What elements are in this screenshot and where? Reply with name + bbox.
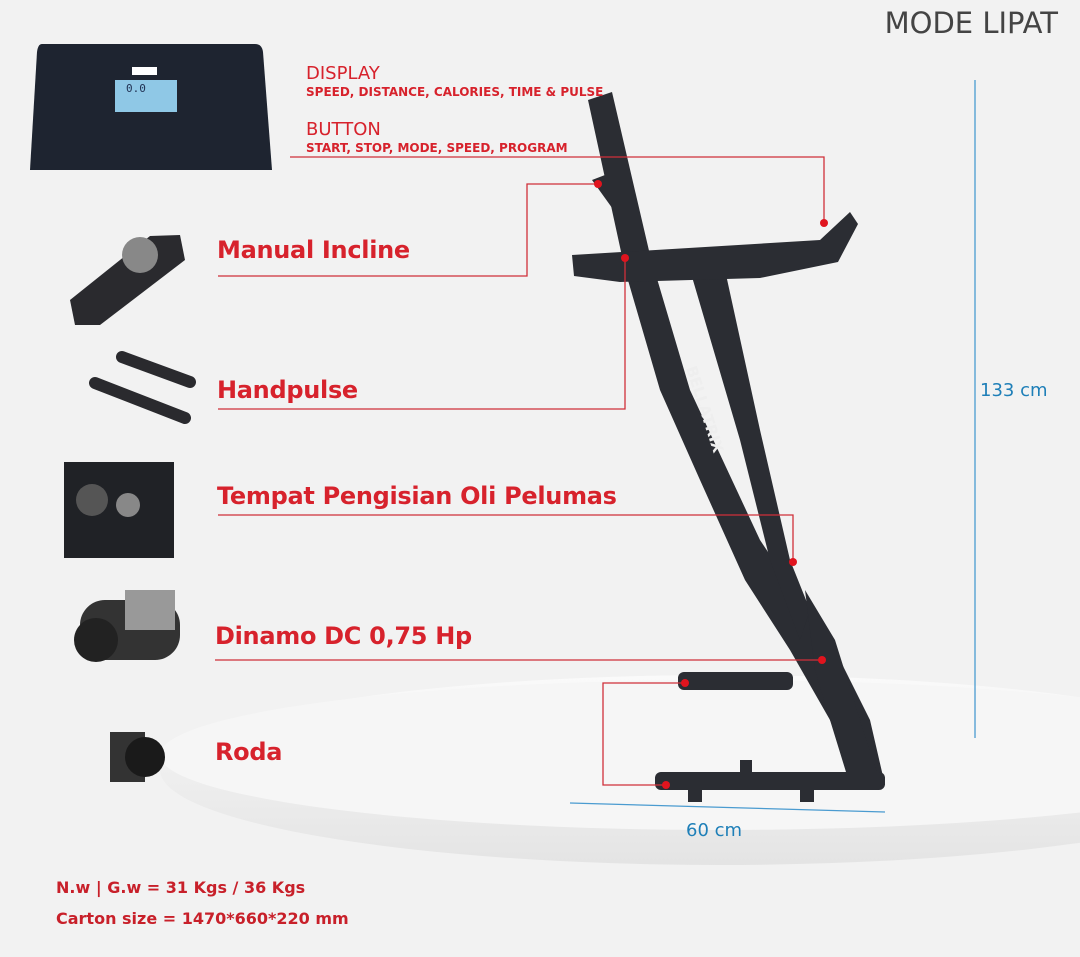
feature-wheel: Roda [215,738,283,766]
feature-manual-incline: Manual Incline [217,236,410,264]
carton-spec: Carton size = 1470*660*220 mm [56,909,349,928]
button-heading: BUTTON [306,119,381,140]
feature-oil-fill: Tempat Pengisian Oli Pelumas [217,482,617,510]
width-dimension: 60 cm [686,820,743,841]
motor-image [74,590,180,662]
button-detail: START, STOP, MODE, SPEED, PROGRAM [306,141,568,155]
display-detail: SPEED, DISTANCE, CALORIES, TIME & PULSE [306,85,604,99]
height-dimension: 133 cm [980,380,1048,401]
dimension-lines [569,80,976,813]
page-title: MODE LIPAT [884,6,1058,40]
wheel-image [110,732,165,782]
treadmill-frame [572,92,885,802]
feature-motor: Dinamo DC 0,75 Hp [215,622,472,650]
handpulse-image [89,351,196,424]
callout-dots [594,180,828,789]
console-panel-image [30,44,272,170]
lcd-value: 0.0 [126,82,146,95]
feature-handpulse: Handpulse [217,376,358,404]
display-heading: DISPLAY [306,63,380,84]
incline-part-image [70,235,185,325]
weight-spec: N.w | G.w = 31 Kgs / 36 Kgs [56,878,306,897]
callout-lines [215,156,825,786]
